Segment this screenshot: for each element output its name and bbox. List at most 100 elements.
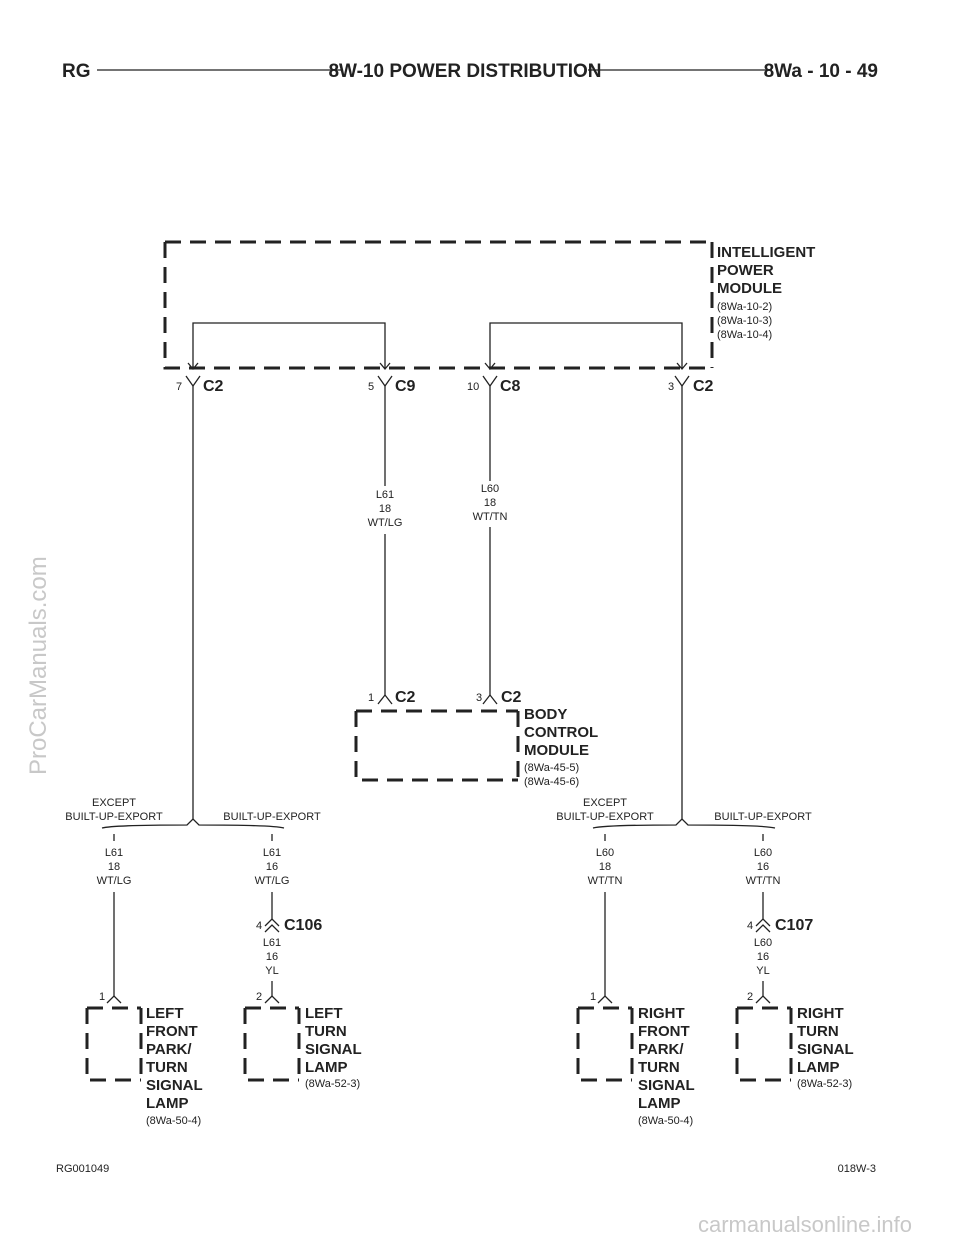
connector-symbol-icon [674, 375, 690, 388]
wire-gauge: 18 [379, 503, 391, 515]
lamp-label-2: TURN [305, 1023, 347, 1040]
ipm-outline [163, 240, 714, 370]
ipm-internal-link-l60 [489, 322, 683, 368]
ipm-internal-link-l61 [192, 322, 386, 368]
left-option-split: EXCEPT BUILT-UP-EXPORT BUILT-UP-EXPORT [65, 797, 321, 841]
wire-color: YL [265, 965, 278, 977]
bcm-label-2: CONTROL [524, 724, 598, 741]
wire-label-l60-bcm: L60 18 WT/TN [473, 483, 508, 523]
pin-number: 7 [176, 381, 182, 393]
lamp-label-1: LEFT [146, 1005, 184, 1022]
header-section-code: RG [62, 61, 91, 82]
header-page-number: 8Wa - 10 - 49 [764, 61, 878, 82]
wire-label-l61-left-bue: L61 16 WT/LG [255, 847, 290, 887]
wire-color: YL [756, 965, 769, 977]
wire-gauge: 18 [484, 497, 496, 509]
wire-color: WT/TN [473, 511, 508, 523]
wire-color: WT/TN [588, 875, 623, 887]
lamp-label-4: TURN [146, 1059, 188, 1076]
lamp-label-4: TURN [638, 1059, 680, 1076]
inline-connector-c107: 4 C107 [747, 917, 813, 934]
inline-connector-icon [755, 918, 771, 933]
lamp-pin-symbol-icon [264, 995, 280, 1004]
inline-connector-c106: 4 C106 [256, 917, 322, 934]
lamp-ref: (8Wa-50-4) [638, 1115, 693, 1127]
intelligent-power-module: INTELLIGENT POWER MODULE (8Wa-10-2) (8Wa… [163, 240, 815, 370]
connector-symbol-icon [377, 375, 393, 388]
lamp-label-3: SIGNAL [305, 1041, 362, 1058]
lamp-pin-symbol-icon [106, 995, 122, 1004]
lamp-outline [85, 1006, 143, 1082]
pin-number: 4 [747, 920, 753, 932]
pin-number: 1 [590, 991, 596, 1003]
left-turn-signal-lamp: 2 LEFT TURN SIGNAL LAMP (8Wa-52-3) [243, 991, 362, 1090]
wire-label-l61-left-except: L61 18 WT/LG [97, 847, 132, 887]
bcm-pin1-connector: C2 [395, 689, 416, 706]
pin-number: 3 [668, 381, 674, 393]
option-split-bracket [592, 818, 776, 829]
wire-gauge: 16 [266, 951, 278, 963]
pin-number: 5 [368, 381, 374, 393]
ipm-ref-3: (8Wa-10-4) [717, 329, 772, 341]
bcm-label-3: MODULE [524, 742, 589, 759]
connector-name: C2 [203, 378, 224, 395]
pin-number: 2 [256, 991, 262, 1003]
page-header: RG 8W-10 POWER DISTRIBUTION 8Wa - 10 - 4… [62, 61, 878, 82]
wire-color: WT/LG [368, 517, 403, 529]
lamp-label-1: RIGHT [638, 1005, 685, 1022]
lamp-pin-symbol-icon [755, 995, 771, 1004]
option-split-bracket [101, 818, 285, 829]
lamp-ref: (8Wa-52-3) [305, 1078, 360, 1090]
wire-circuit: L61 [376, 489, 394, 501]
wire-label-l60-right-bue: L60 16 WT/TN [746, 847, 781, 887]
option-except-2: BUILT-UP-EXPORT [556, 811, 654, 823]
bcm-pin1-symbol-icon [377, 693, 393, 705]
wire-circuit: L61 [263, 937, 281, 949]
wire-gauge: 18 [599, 861, 611, 873]
ipm-label-3: MODULE [717, 280, 782, 297]
lamp-label-4: LAMP [305, 1059, 348, 1076]
option-except-1: EXCEPT [583, 797, 627, 809]
wire-gauge: 16 [757, 861, 769, 873]
lamp-label-3: PARK/ [146, 1041, 192, 1058]
right-turn-signal-lamp: 2 RIGHT TURN SIGNAL LAMP (8Wa-52-3) [735, 991, 854, 1090]
ipm-pin-arrow-icon [484, 362, 496, 371]
header-title: 8W-10 POWER DISTRIBUTION [328, 61, 601, 82]
lamp-label-1: LEFT [305, 1005, 343, 1022]
connector-name: C107 [775, 917, 813, 934]
wire-gauge: 16 [757, 951, 769, 963]
ipm-connector-3-c2: 3 C2 [668, 375, 714, 395]
wire-label-l60-right-yl: L60 16 YL [754, 937, 772, 977]
connector-name: C8 [500, 378, 521, 395]
wire-label-l61-left-yl: L61 16 YL [263, 937, 281, 977]
lamp-label-1: RIGHT [797, 1005, 844, 1022]
connector-name: C2 [693, 378, 714, 395]
ipm-label-2: POWER [717, 262, 774, 279]
wire-color: WT/LG [255, 875, 290, 887]
lamp-label-6: LAMP [146, 1095, 189, 1112]
ipm-pin-arrow-icon [379, 362, 391, 371]
connector-name: C9 [395, 378, 416, 395]
lamp-label-4: LAMP [797, 1059, 840, 1076]
lamp-label-5: SIGNAL [146, 1077, 203, 1094]
lamp-outline [576, 1006, 634, 1082]
bcm-label-1: BODY [524, 706, 567, 723]
lamp-label-3: SIGNAL [797, 1041, 854, 1058]
bcm-pin3-number: 3 [476, 692, 482, 704]
lamp-label-6: LAMP [638, 1095, 681, 1112]
bcm-ref-2: (8Wa-45-6) [524, 776, 579, 788]
bcm-pin1-number: 1 [368, 692, 374, 704]
lamp-label-5: SIGNAL [638, 1077, 695, 1094]
connector-name: C106 [284, 917, 322, 934]
bcm-pin3-connector: C2 [501, 689, 522, 706]
bcm-outline [354, 709, 520, 782]
pin-number: 4 [256, 920, 262, 932]
pin-number: 10 [467, 381, 479, 393]
wire-circuit: L60 [596, 847, 614, 859]
wire-color: WT/TN [746, 875, 781, 887]
lamp-outline [735, 1006, 793, 1082]
lamp-label-3: PARK/ [638, 1041, 684, 1058]
option-except-2: BUILT-UP-EXPORT [65, 811, 163, 823]
bcm-ref-1: (8Wa-45-5) [524, 762, 579, 774]
option-except-1: EXCEPT [92, 797, 136, 809]
